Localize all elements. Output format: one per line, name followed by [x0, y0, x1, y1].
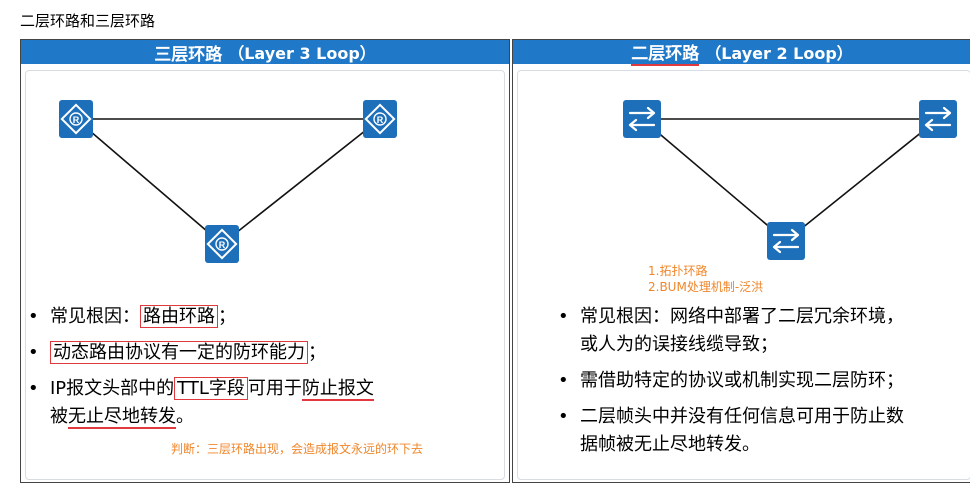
switch-icon — [767, 222, 805, 260]
layer2-panel-header: 二层环路 （Layer 2 Loop） — [513, 39, 970, 66]
bullet-text: ； — [308, 342, 326, 363]
bullet-text: 。 — [176, 406, 194, 427]
layer3-title: 三层环路 — [154, 44, 223, 65]
layer2-bullet-3: 二层帧头中并没有任何信息可用于防止数 据帧被无止尽地转发。 — [558, 403, 968, 459]
layer3-bullet-2: 动态路由协议有一定的防环能力； — [28, 339, 498, 367]
layer2-note: 1.拓扑环路 2.BUM处理机制-泛洪 — [648, 263, 763, 295]
layer2-loop-panel: 二层环路 （Layer 2 Loop） — [512, 39, 970, 483]
layer3-panel-header: 三层环路 （Layer 3 Loop） — [21, 40, 509, 65]
bullet-text: IP报文头部中的 — [50, 378, 175, 399]
underline-mark: 无止尽地转发 — [68, 406, 176, 429]
bullet-text: 二层帧头中并没有任何信息可用于防止数 — [580, 406, 904, 427]
highlight-box: 动态路由协议有一定的防环能力 — [50, 341, 308, 364]
layer3-title-en: （Layer 3 Loop） — [228, 44, 376, 63]
bullet-text: ； — [218, 306, 236, 327]
svg-text:R: R — [377, 115, 384, 125]
router-icon: R — [205, 225, 239, 263]
svg-text:R: R — [219, 240, 226, 250]
bullet-text: 常见根因：网络中部署了二层冗余环境， — [580, 306, 904, 327]
note-line: 2.BUM处理机制-泛洪 — [648, 280, 764, 294]
layer3-note: 判断：三层环路出现，会造成报文永远的环下去 — [171, 442, 424, 456]
bullet-text: 可用于 — [247, 378, 302, 399]
link-right — [785, 118, 939, 242]
switch-icon — [919, 100, 957, 138]
bullet-text: 据帧被无止尽地转发。 — [580, 434, 760, 455]
layer3-bullets: 常见根因：路由环路； 动态路由协议有一定的防环能力； IP报文头部中的TTL字段… — [28, 303, 498, 431]
link-left — [75, 118, 223, 245]
layer2-title: 二层环路 — [631, 39, 700, 66]
router-icon: R — [363, 100, 397, 138]
bullet-text: 或人为的误接线缆导致； — [580, 334, 778, 355]
bullet-text: 被 — [50, 406, 68, 427]
link-right — [221, 118, 381, 245]
layer3-loop-panel: 三层环路 （Layer 3 Loop） R R — [20, 39, 510, 483]
layer2-bullet-1: 常见根因：网络中部署了二层冗余环境， 或人为的误接线缆导致； — [558, 303, 968, 359]
layer2-card: 1.拓扑环路 2.BUM处理机制-泛洪 常见根因：网络中部署了二层冗余环境， 或… — [517, 70, 970, 480]
svg-text:R: R — [73, 115, 80, 125]
layer3-bullet-1: 常见根因：路由环路； — [28, 303, 498, 331]
highlight-box: TTL字段 — [174, 377, 248, 400]
layer2-bullet-2: 需借助特定的协议或机制实现二层防环； — [558, 367, 968, 395]
bullet-text: 需借助特定的协议或机制实现二层防环； — [580, 370, 904, 391]
underline-mark: 防止报文 — [301, 378, 374, 401]
link-left — [641, 118, 787, 242]
layer2-title-en: （Layer 2 Loop） — [705, 44, 853, 63]
router-icon: R — [59, 100, 93, 138]
note-line: 1.拓扑环路 — [648, 264, 708, 278]
switch-icon — [623, 100, 661, 138]
layer2-bullets: 常见根因：网络中部署了二层冗余环境， 或人为的误接线缆导致； 需借助特定的协议或… — [558, 303, 968, 459]
highlight-box: 路由环路 — [140, 305, 218, 328]
layer2-topology — [623, 100, 957, 260]
page-title: 二层环路和三层环路 — [20, 12, 156, 30]
bullet-text: 常见根因： — [50, 306, 140, 327]
layer3-topology: R R R — [59, 100, 397, 263]
layer3-card: R R R 常见根因：路由环路； 动态路由协议有一定的防环能力； — [25, 70, 505, 480]
